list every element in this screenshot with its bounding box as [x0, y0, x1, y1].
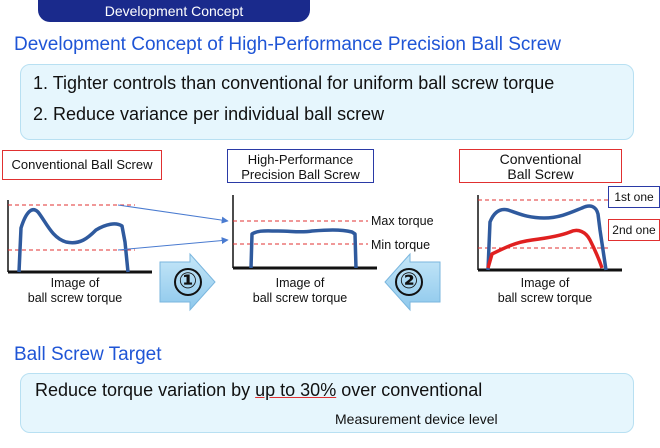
step-2-number: ② — [395, 268, 423, 296]
concept-item-1: 1. Tighter controls than conventional fo… — [33, 73, 555, 93]
conventional-label-2: Conventional Ball Screw — [459, 149, 622, 183]
conv2-label-line2: Ball Screw — [507, 166, 574, 182]
min-torque-label: Min torque — [371, 238, 431, 252]
target-text-after: over conventional — [336, 380, 483, 400]
concept-box: 1. Tighter controls than conventional fo… — [20, 64, 634, 140]
caption-right: Image of ball screw torque — [470, 276, 620, 306]
target-box: Reduce torque variation by up to 30% ove… — [20, 373, 634, 433]
caption-middle: Image of ball screw torque — [225, 276, 375, 306]
hp-label-line1: High-Performance — [247, 152, 354, 167]
caption-left-line2: ball screw torque — [27, 291, 123, 305]
caption-right-line2: ball screw torque — [497, 291, 593, 305]
max-torque-label: Max torque — [371, 214, 434, 228]
target-title: Ball Screw Target — [14, 344, 162, 365]
target-text: Reduce torque variation by up to 30% ove… — [35, 380, 482, 401]
second-one-label: 2nd one — [608, 219, 660, 241]
caption-right-line1: Image of — [520, 276, 570, 290]
target-text-before: Reduce torque variation by — [35, 380, 256, 400]
hp-label-line2: Precision Ball Screw — [241, 167, 360, 182]
caption-left: Image of ball screw torque — [0, 276, 150, 306]
step-1-number: ① — [174, 268, 202, 296]
measurement-note: Measurement device level — [335, 411, 498, 427]
high-performance-label: High-Performance Precision Ball Screw — [227, 149, 374, 183]
conventional-comparison-chart — [477, 195, 622, 272]
target-highlight: up to 30% — [255, 380, 337, 400]
conventional-torque-chart — [7, 200, 152, 274]
conventional-label: Conventional Ball Screw — [2, 150, 162, 180]
conv2-label-line1: Conventional — [499, 151, 582, 167]
section-tag: Development Concept — [38, 0, 310, 22]
caption-middle-line1: Image of — [275, 276, 325, 290]
high-performance-torque-chart — [232, 195, 377, 270]
first-one-label: 1st one — [608, 186, 660, 208]
caption-middle-line2: ball screw torque — [252, 291, 348, 305]
caption-left-line1: Image of — [50, 276, 100, 290]
concept-item-2: 2. Reduce variance per individual ball s… — [33, 104, 385, 124]
page-title: Development Concept of High-Performance … — [14, 34, 562, 55]
